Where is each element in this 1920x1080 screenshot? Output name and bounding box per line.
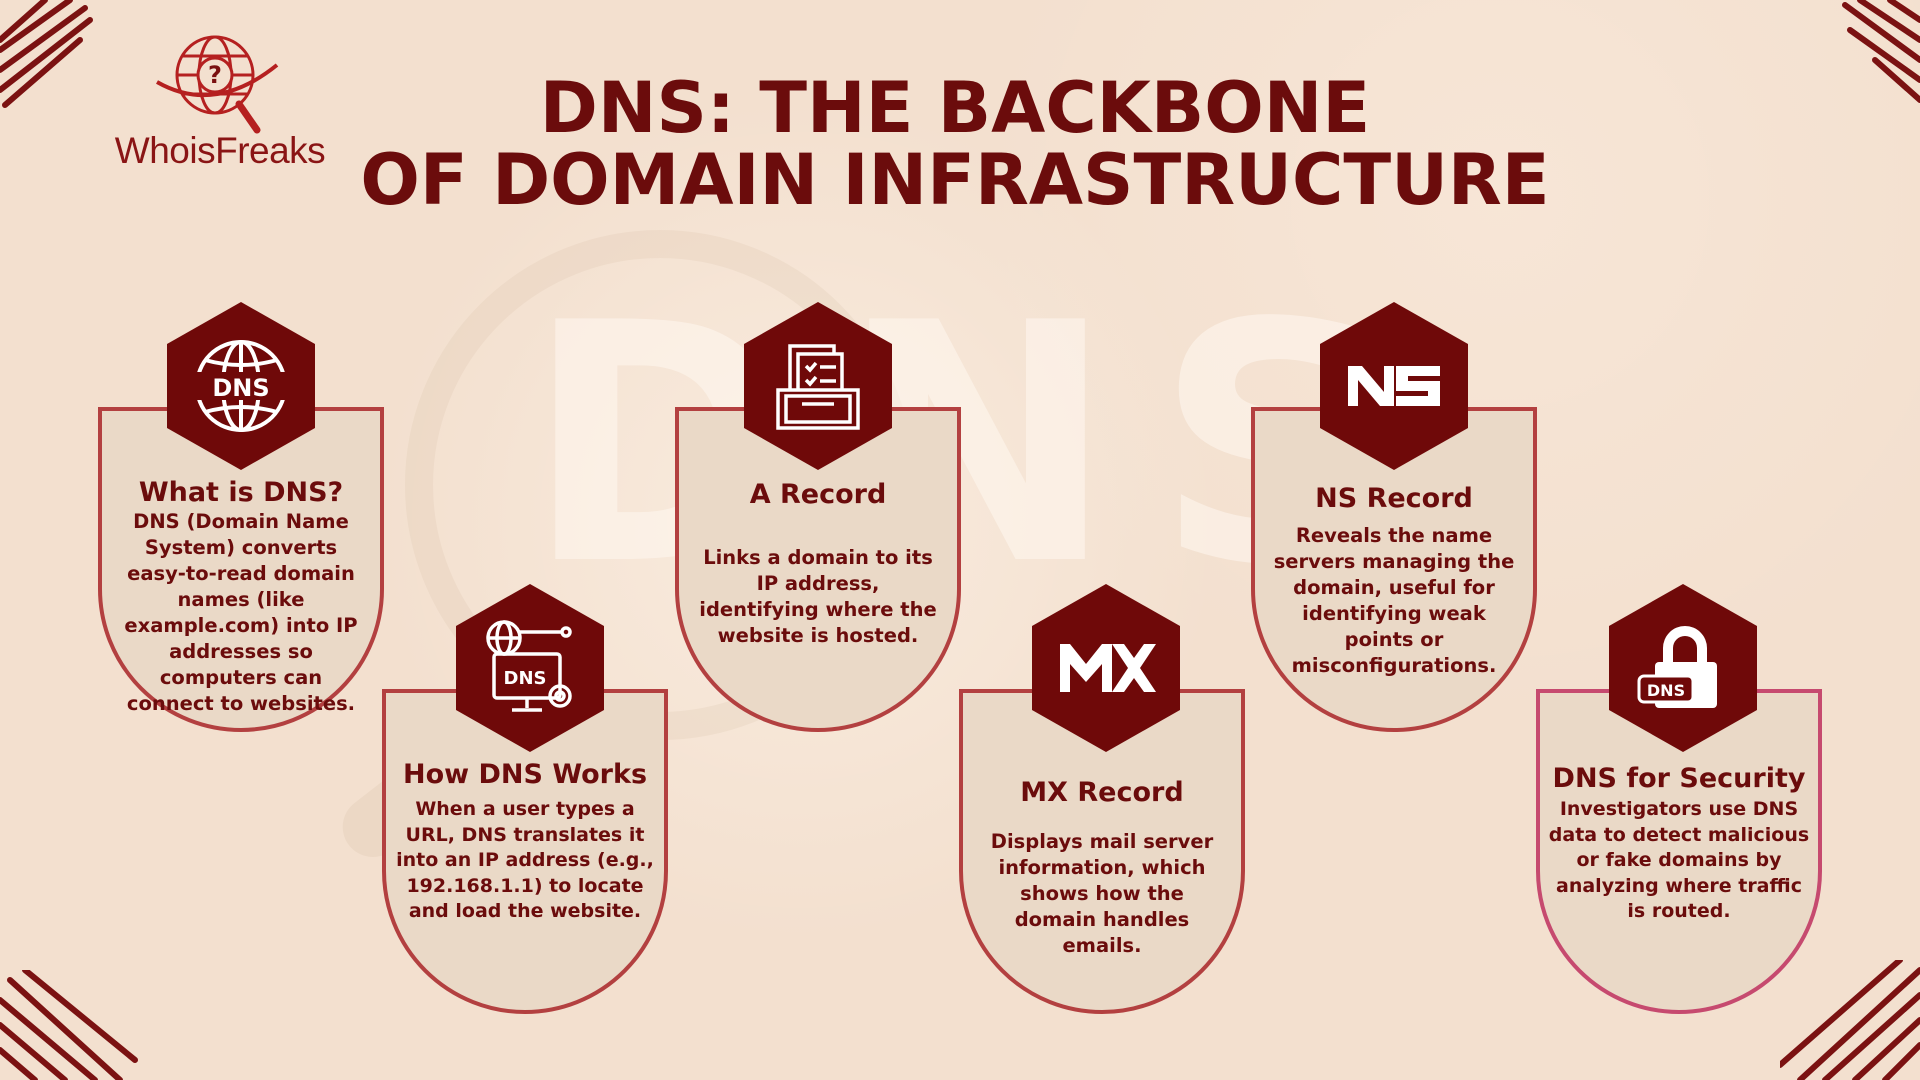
card-title: What is DNS?	[138, 477, 344, 508]
hex-badge	[744, 302, 892, 470]
scribble-bottom-left	[0, 970, 138, 1080]
card-description: When a user types a URL, DNS translates …	[396, 798, 654, 922]
logo: ? WhoisFreaks	[105, 30, 335, 180]
card-description: DNS (Domain Name System) converts easy-t…	[124, 510, 358, 715]
scribble-top-left	[0, 0, 93, 108]
card-title: A Record	[749, 479, 887, 510]
scribble-bottom-right	[1780, 960, 1920, 1080]
card-title: MX Record	[1020, 777, 1184, 808]
card-title: How DNS Works	[402, 759, 648, 790]
card-description: Investigators use DNS data to detect mal…	[1548, 798, 1810, 922]
card-description: Reveals the name servers managing the do…	[1273, 524, 1515, 677]
card-description: Displays mail server information, which …	[990, 830, 1214, 957]
mx-icon	[1060, 644, 1156, 692]
svg-text:DNS: DNS	[1647, 681, 1685, 700]
dns-lock-icon: DNS	[1637, 626, 1717, 708]
dns-globe-icon: DNS	[195, 340, 287, 432]
scribble-top-right	[1842, 0, 1920, 103]
title-line-1: DNS: THE BACKBONE	[539, 67, 1371, 149]
brand-name: WhoisFreaks	[114, 130, 326, 171]
ns-icon	[1348, 366, 1440, 406]
card-what-is-dns: What is DNS? DNS (Domain Name System) co…	[98, 407, 384, 732]
card-title: NS Record	[1315, 483, 1473, 514]
card-title: DNS for Security	[1552, 763, 1806, 794]
title-line-2: OF DOMAIN INFRASTRUCTURE	[360, 139, 1550, 221]
document-tray-icon	[776, 344, 860, 430]
dns-monitor-icon: DNS	[486, 620, 572, 712]
svg-text:DNS: DNS	[212, 374, 269, 402]
card-mx-record: MX Record Displays mail server informati…	[959, 689, 1245, 1014]
card-description: Links a domain to its IP address, identi…	[699, 546, 937, 647]
svg-text:?: ?	[208, 61, 222, 89]
card-ns-record: NS Record Reveals the name servers manag…	[1251, 407, 1537, 732]
page-title: DNS: THE BACKBONE OF DOMAIN INFRASTRUCTU…	[330, 72, 1580, 216]
svg-text:DNS: DNS	[504, 668, 547, 689]
globe-magnifier-icon: ?	[156, 35, 279, 134]
